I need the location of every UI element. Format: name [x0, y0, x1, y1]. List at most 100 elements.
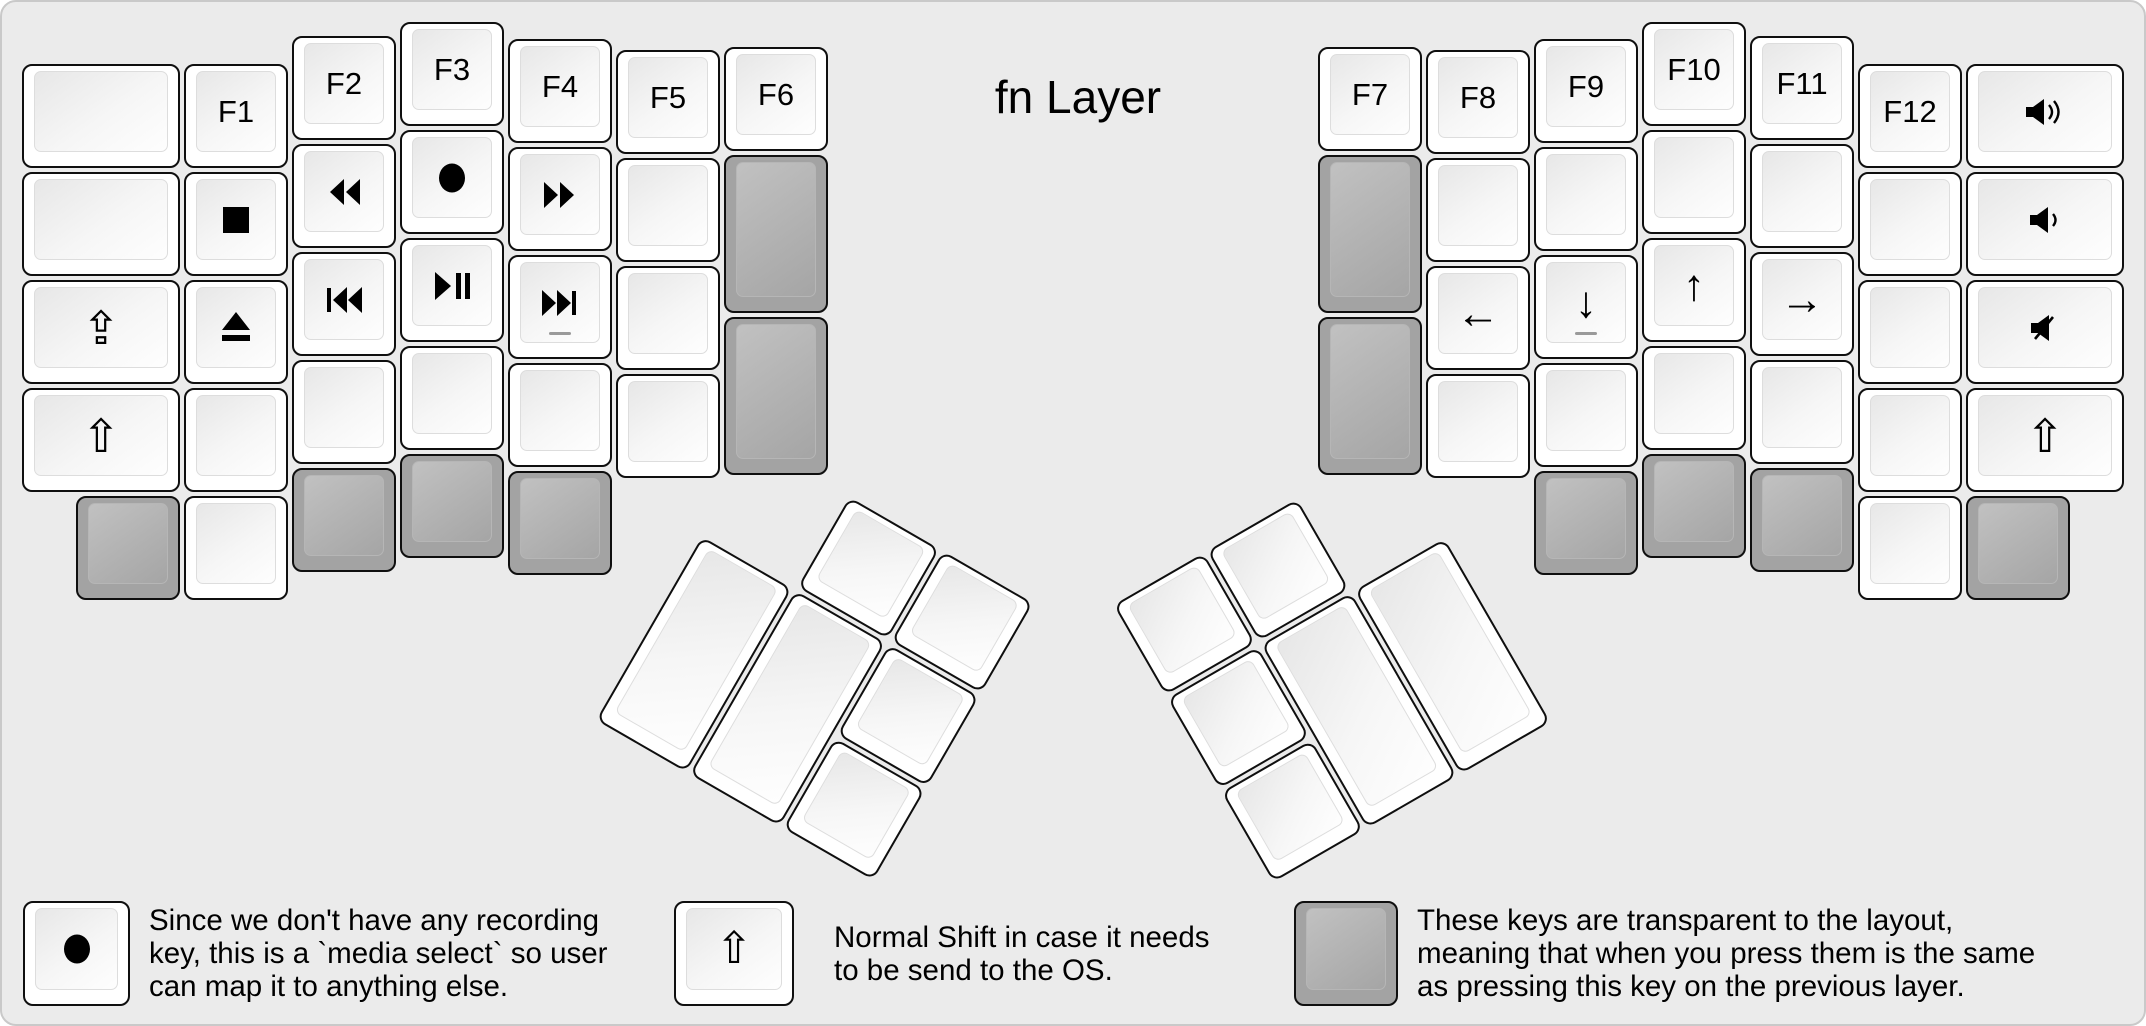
- keycap-surface: ↓: [1546, 262, 1626, 343]
- legend-line: to be send to the OS.: [834, 953, 1113, 987]
- key-f8[interactable]: F8: [1426, 50, 1530, 154]
- keycap-surface: [1546, 370, 1626, 451]
- keycap-surface: [196, 503, 276, 584]
- key-transparent[interactable]: [1318, 317, 1422, 475]
- key-play-pause[interactable]: [400, 238, 504, 342]
- key-eject[interactable]: [184, 280, 288, 384]
- key-f4[interactable]: F4: [508, 39, 612, 143]
- key-f6[interactable]: F6: [724, 47, 828, 151]
- layer-title: fn Layer: [994, 71, 1162, 123]
- key-transparent[interactable]: [724, 317, 828, 475]
- keycap-surface: ⇪: [34, 287, 168, 368]
- key-f1[interactable]: F1: [184, 64, 288, 168]
- legend-line: can map it to anything else.: [149, 970, 509, 1003]
- keycap-surface: ⇧: [1978, 395, 2112, 476]
- homing-bar: [549, 332, 571, 335]
- key-blank[interactable]: [508, 363, 612, 467]
- key-transparent[interactable]: [76, 496, 180, 600]
- key-f9[interactable]: F9: [1534, 39, 1638, 143]
- key-shift-left[interactable]: ⇧: [22, 388, 180, 492]
- legend-line: Normal Shift in case it needs: [834, 920, 1210, 954]
- key-blank[interactable]: [1858, 280, 1962, 384]
- arrow-up-icon: ↑: [1683, 260, 1705, 310]
- keycap-surface: [1870, 503, 1950, 584]
- key-blank[interactable]: [616, 266, 720, 370]
- key-volume-up[interactable]: [1966, 64, 2124, 168]
- keycap-surface: [1654, 353, 1734, 434]
- keycap-surface: [1306, 908, 1386, 990]
- key-blank[interactable]: [1642, 346, 1746, 450]
- keycap-surface: F8: [1438, 57, 1518, 138]
- key-blank[interactable]: [1534, 363, 1638, 467]
- key-capslock[interactable]: ⇪: [22, 280, 180, 384]
- key-transparent[interactable]: [1318, 155, 1422, 313]
- key-prev-track[interactable]: [292, 252, 396, 356]
- keycap-surface: [1762, 151, 1842, 232]
- key-volume-down[interactable]: [1966, 172, 2124, 276]
- keycap-surface: [412, 461, 492, 542]
- key-blank[interactable]: [184, 388, 288, 492]
- key-blank[interactable]: [400, 346, 504, 450]
- key-transparent[interactable]: [292, 468, 396, 572]
- key-rewind[interactable]: [292, 144, 396, 248]
- shift-icon: ⇧: [715, 924, 753, 973]
- record-icon: [63, 934, 90, 964]
- key-transparent[interactable]: [1642, 454, 1746, 558]
- key-blank[interactable]: [22, 172, 180, 276]
- key-f5[interactable]: F5: [616, 50, 720, 154]
- key-blank[interactable]: [1858, 388, 1962, 492]
- key-blank[interactable]: [1858, 172, 1962, 276]
- key-arrow-up[interactable]: ↑: [1642, 238, 1746, 342]
- key-arrow-down[interactable]: ↓: [1534, 255, 1638, 359]
- key-fast-forward[interactable]: [508, 147, 612, 251]
- keycap-surface: F7: [1330, 54, 1410, 135]
- key-transparent[interactable]: [724, 155, 828, 313]
- keycap-surface: F1: [196, 71, 276, 152]
- key-blank[interactable]: [1750, 144, 1854, 248]
- legend-line: key, this is a `media select` so user: [149, 937, 608, 970]
- key-blank[interactable]: [292, 360, 396, 464]
- arrow-right-icon: →: [1780, 274, 1824, 324]
- keycap-surface: [1978, 71, 2112, 152]
- keycap-surface: [304, 259, 384, 340]
- keycap-surface: F2: [304, 43, 384, 124]
- keycap-surface: [1438, 381, 1518, 462]
- key-blank[interactable]: [1426, 374, 1530, 478]
- key-transparent[interactable]: [400, 454, 504, 558]
- key-blank[interactable]: [1426, 158, 1530, 262]
- key-transparent[interactable]: [1966, 496, 2070, 600]
- key-arrow-right[interactable]: →: [1750, 252, 1854, 356]
- key-transparent[interactable]: [1750, 468, 1854, 572]
- key-next-track[interactable]: [508, 255, 612, 359]
- key-blank[interactable]: [1858, 496, 1962, 600]
- keycap-surface: [1870, 179, 1950, 260]
- key-blank[interactable]: [22, 64, 180, 168]
- key-blank[interactable]: [616, 158, 720, 262]
- volume-up-icon: [2026, 98, 2060, 125]
- key-f3[interactable]: F3: [400, 22, 504, 126]
- key-blank[interactable]: [1750, 360, 1854, 464]
- key-blank[interactable]: [184, 496, 288, 600]
- key-blank[interactable]: [1534, 147, 1638, 251]
- keycap-surface: [628, 273, 708, 354]
- key-mute[interactable]: [1966, 280, 2124, 384]
- keycap-surface: [412, 353, 492, 434]
- key-f12[interactable]: F12: [1858, 64, 1962, 168]
- key-record[interactable]: [400, 130, 504, 234]
- keycap-surface: [88, 503, 168, 584]
- key-f10[interactable]: F10: [1642, 22, 1746, 126]
- keycap-surface: [196, 287, 276, 368]
- key-blank[interactable]: [616, 374, 720, 478]
- key-stop[interactable]: [184, 172, 288, 276]
- key-f2[interactable]: F2: [292, 36, 396, 140]
- shift-icon: ⇧: [81, 409, 121, 462]
- key-shift-right[interactable]: ⇧: [1966, 388, 2124, 492]
- key-f7[interactable]: F7: [1318, 47, 1422, 151]
- key-transparent[interactable]: [508, 471, 612, 575]
- key-blank[interactable]: [1642, 130, 1746, 234]
- key-transparent[interactable]: [1534, 471, 1638, 575]
- key-f11[interactable]: F11: [1750, 36, 1854, 140]
- key-arrow-left[interactable]: ←: [1426, 266, 1530, 370]
- keycap-surface: [628, 381, 708, 462]
